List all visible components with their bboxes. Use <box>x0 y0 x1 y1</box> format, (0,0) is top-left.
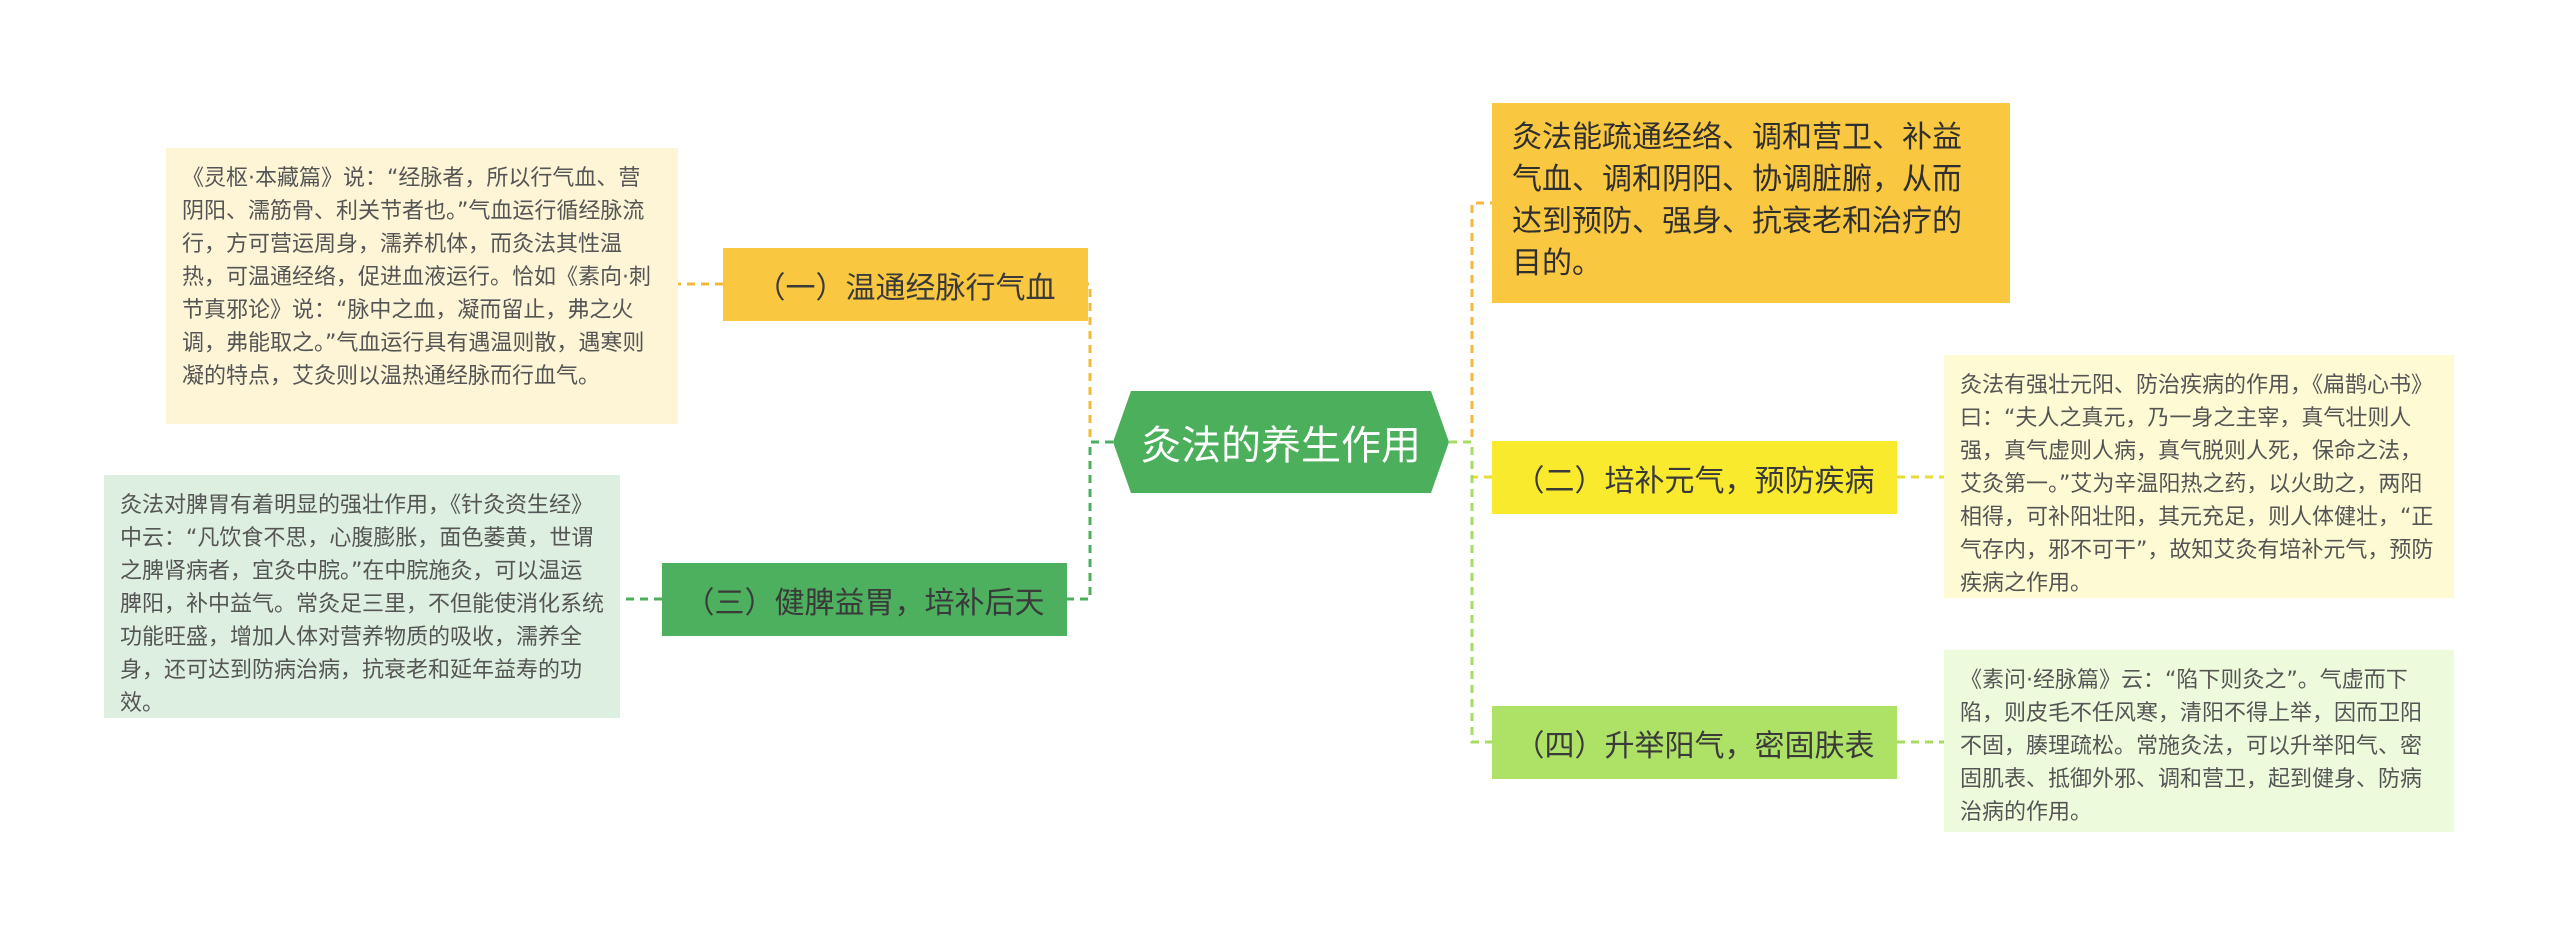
detail-note-4-text: 《素问·经脉篇》云：“陷下则灸之”。气虚而下陷，则皮毛不任风寒，清阳不得上举，因… <box>1960 668 2423 825</box>
branch-topic-2[interactable]: （二）培补元气，预防疾病 <box>1492 441 1897 514</box>
detail-note-2-text: 灸法有强壮元阳、防治疾病的作用，《扁鹊心书》曰：“夫人之真元，乃一身之主宰，真气… <box>1960 373 2434 596</box>
branch-topic-4[interactable]: （四）升举阳气，密固肤表 <box>1492 706 1897 779</box>
central-topic[interactable]: 灸法的养生作用 <box>1113 391 1449 493</box>
detail-note-2[interactable]: 灸法有强壮元阳、防治疾病的作用，《扁鹊心书》曰：“夫人之真元，乃一身之主宰，真气… <box>1944 355 2454 598</box>
detail-note-3-text: 灸法对脾胃有着明显的强壮作用，《针灸资生经》中云：“凡饮食不思，心腹膨胀，面色萎… <box>120 493 605 716</box>
detail-note-3[interactable]: 灸法对脾胃有着明显的强壮作用，《针灸资生经》中云：“凡饮食不思，心腹膨胀，面色萎… <box>104 475 620 718</box>
connector-center-to-branch-1 <box>1088 282 1113 444</box>
branch-topic-1[interactable]: （一）温通经脉行气血 <box>723 248 1088 321</box>
summary-topic-text: 灸法能疏通经络、调和营卫、补益气血、调和阴阳、协调脏腑，从而达到预防、强身、抗衰… <box>1512 120 1962 281</box>
detail-note-4[interactable]: 《素问·经脉篇》云：“陷下则灸之”。气虚而下陷，则皮毛不任风寒，清阳不得上举，因… <box>1944 650 2454 832</box>
detail-note-1[interactable]: 《灵枢·本藏篇》说：“经脉者，所以行气血、营阴阳、濡筋骨、利关节者也。”气血运行… <box>166 148 678 424</box>
central-topic-label: 灸法的养生作用 <box>1141 423 1421 469</box>
branch-topic-2-label: （二）培补元气，预防疾病 <box>1514 463 1875 499</box>
branch-topic-4-label: （四）升举阳气，密固肤表 <box>1514 728 1875 764</box>
detail-note-1-text: 《灵枢·本藏篇》说：“经脉者，所以行气血、营阴阳、濡筋骨、利关节者也。”气血运行… <box>182 166 651 389</box>
connector-center-to-summary <box>1449 201 1492 444</box>
branch-topic-1-label: （一）温通经脉行气血 <box>755 270 1056 306</box>
central-topic-shape <box>1113 391 1449 493</box>
branch-topic-3-label: （三）健脾益胃，培补后天 <box>684 585 1045 621</box>
summary-topic[interactable]: 灸法能疏通经络、调和营卫、补益气血、调和阴阳、协调脏腑，从而达到预防、强身、抗衰… <box>1492 103 2010 303</box>
branch-topic-3[interactable]: （三）健脾益胃，培补后天 <box>662 563 1067 636</box>
connector-center-to-branch-3 <box>1067 440 1113 601</box>
connector-center-to-branch-4 <box>1449 440 1492 744</box>
